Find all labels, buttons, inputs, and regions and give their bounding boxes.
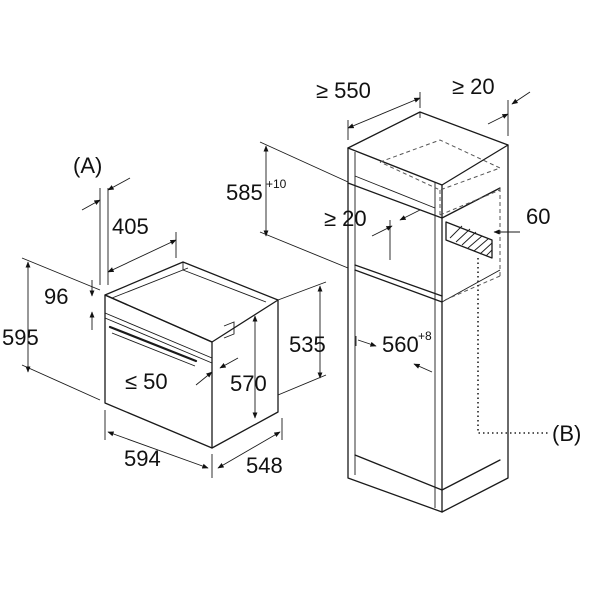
dim-405: 405 (112, 214, 149, 239)
dim-594: 594 (124, 446, 161, 471)
dim-585-tolerance: +10 (266, 177, 287, 191)
dim-ge-20-rear: ≥ 20 (452, 74, 495, 99)
oven-handle (108, 325, 198, 363)
dim-ge-20-vent: ≥ 20 (324, 206, 367, 231)
dim-96: 96 (44, 284, 68, 309)
dim-560: 560 (382, 332, 419, 357)
dim-570: 570 (230, 371, 267, 396)
dim-595: 595 (2, 325, 39, 350)
dim-60: 60 (526, 204, 550, 229)
dim-585: 585 (226, 180, 263, 205)
cabinet-drawing (347, 111, 509, 513)
oven-dimensions (21, 177, 327, 478)
ref-b-label: (B) (552, 421, 581, 446)
dim-le-50: ≤ 50 (125, 369, 168, 394)
ref-b-leader (477, 258, 548, 434)
cabinet-dimensions (259, 91, 531, 373)
dim-ge-550: ≥ 550 (316, 78, 371, 103)
vent-opening (445, 221, 493, 259)
dim-535: 535 (289, 332, 326, 357)
oven-drawing (104, 261, 279, 449)
dim-560-tolerance: +8 (418, 329, 432, 343)
dim-548: 548 (246, 453, 283, 478)
ref-a-label: (A) (73, 153, 102, 178)
